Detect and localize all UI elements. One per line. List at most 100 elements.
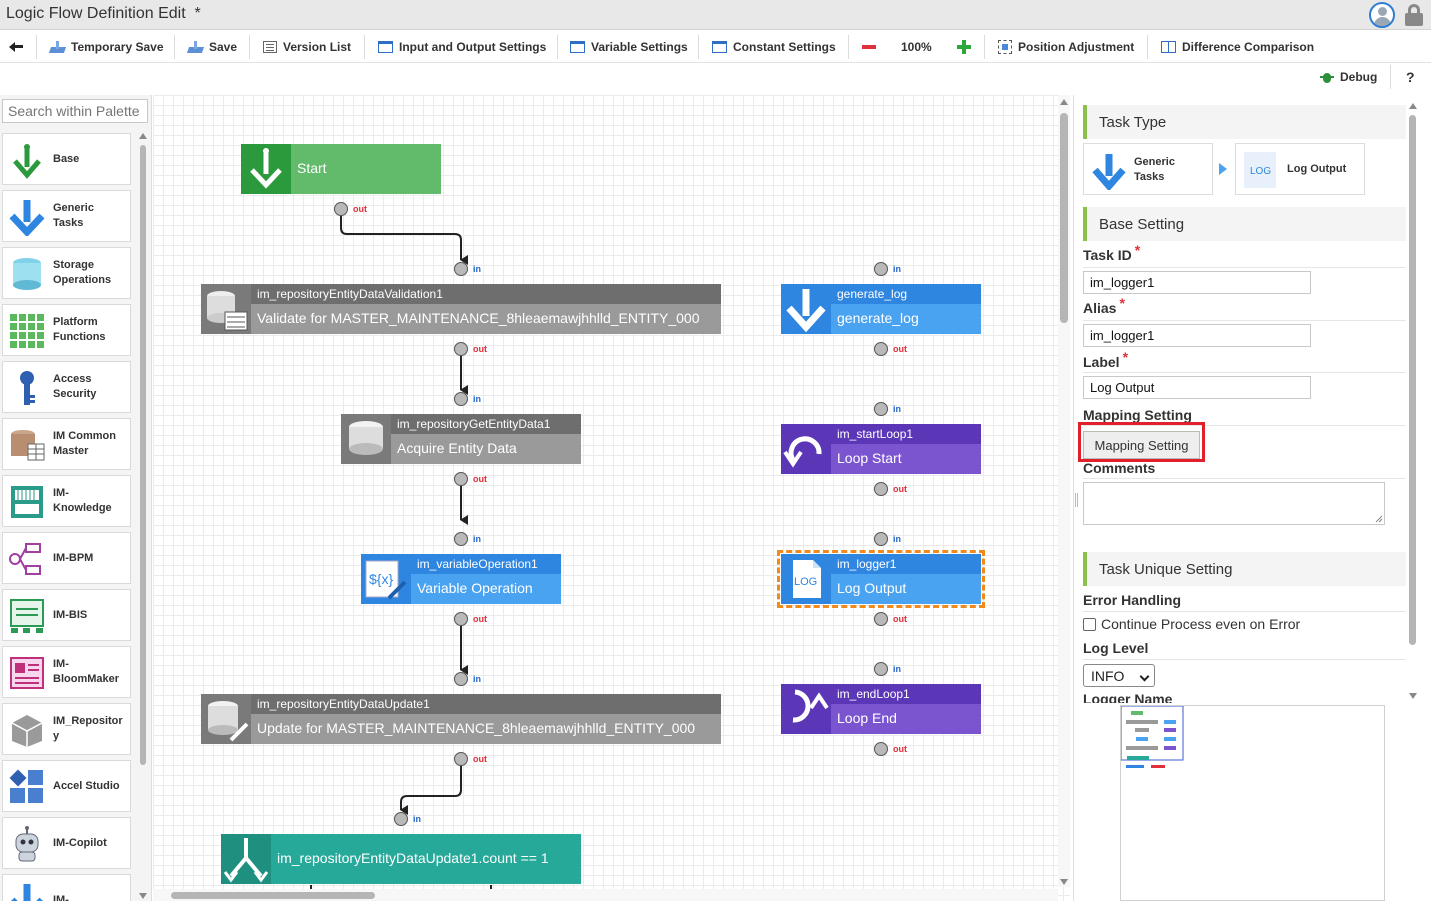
help-button[interactable]: ?	[1406, 61, 1415, 93]
continue-on-error-checkbox[interactable]	[1083, 618, 1096, 631]
comments-label: Comments	[1083, 460, 1156, 476]
scroll-down-icon[interactable]	[1409, 693, 1417, 699]
zoom-out-button[interactable]	[862, 31, 882, 63]
io-settings-button[interactable]: Input and Output Settings	[378, 31, 546, 63]
flow-node-update[interactable]: im_repositoryEntityDataUpdate1 Update fo…	[201, 694, 721, 744]
input-port[interactable]	[454, 392, 468, 406]
user-icon[interactable]	[1369, 2, 1395, 28]
canvas-vertical-scrollbar[interactable]	[1058, 95, 1070, 887]
canvas-horizontal-thumb[interactable]	[171, 892, 375, 899]
palette-item[interactable]: IM- BloomMaker	[2, 646, 131, 698]
output-port[interactable]	[454, 472, 468, 486]
palette-item[interactable]: IM-BPM	[2, 532, 131, 584]
input-port[interactable]	[874, 662, 888, 676]
flow-node-start[interactable]: Start	[241, 144, 441, 194]
difference-comparison-button[interactable]: Difference Comparison	[1161, 31, 1314, 63]
input-port[interactable]	[394, 812, 408, 826]
palette-search-input[interactable]	[2, 99, 148, 123]
constant-settings-button[interactable]: Constant Settings	[712, 31, 836, 63]
output-port[interactable]	[454, 612, 468, 626]
palette-item[interactable]: IM_Repositor y	[2, 703, 131, 755]
canvas-horizontal-scrollbar[interactable]	[153, 889, 1058, 901]
flow-node-generate-log[interactable]: generate_log generate_log	[781, 284, 981, 334]
mapping-setting-button[interactable]: Mapping Setting	[1083, 431, 1200, 459]
flow-node-condition[interactable]: im_repositoryEntityDataUpdate1.count == …	[221, 834, 581, 884]
input-port[interactable]	[874, 532, 888, 546]
save-label: Save	[209, 40, 238, 54]
grid-icon	[8, 312, 46, 350]
difference-comparison-label: Difference Comparison	[1182, 40, 1315, 54]
version-list-button[interactable]: Version List	[263, 31, 351, 63]
palette-item[interactable]: Accel Studio	[2, 760, 131, 812]
alias-input[interactable]	[1083, 324, 1311, 347]
palette-item[interactable]: Storage Operations	[2, 247, 131, 299]
output-port[interactable]	[874, 612, 888, 626]
scroll-up-icon[interactable]	[1409, 103, 1417, 109]
palette-item[interactable]: Access Security	[2, 361, 131, 413]
properties-scrollbar[interactable]	[1406, 95, 1420, 703]
input-port-label: in	[473, 264, 481, 274]
bug-icon	[1320, 70, 1334, 84]
flow-minimap[interactable]	[1120, 705, 1385, 901]
input-port[interactable]	[454, 672, 468, 686]
flow-canvas[interactable]: Start im_repositoryEntityDataValidation1…	[153, 95, 1070, 901]
lock-icon[interactable]	[1404, 4, 1424, 26]
palette-scrollbar[interactable]	[138, 131, 148, 901]
task-type-category-label: Generic Tasks	[1134, 156, 1175, 183]
flow-node-loop-start[interactable]: im_startLoop1 Loop Start	[781, 424, 981, 474]
debug-button[interactable]: Debug	[1320, 61, 1377, 93]
scroll-up-icon[interactable]	[1060, 99, 1068, 105]
palette-item[interactable]: IM-	[2, 874, 131, 901]
flow-node-loop-end[interactable]: im_endLoop1 Loop End	[781, 684, 981, 734]
palette-item[interactable]: Generic Tasks	[2, 190, 131, 242]
canvas-vertical-thumb[interactable]	[1060, 113, 1068, 323]
palette-item[interactable]: Base	[2, 133, 131, 185]
zoom-in-button[interactable]	[957, 31, 977, 63]
minimap-viewport[interactable]	[1120, 705, 1184, 761]
palette-item[interactable]: IM-Copilot	[2, 817, 131, 869]
input-port-label: in	[473, 674, 481, 684]
resize-handle-icon[interactable]	[1375, 515, 1383, 523]
log-level-select[interactable]: INFO	[1083, 664, 1155, 687]
temporary-save-button[interactable]: Temporary Save	[50, 31, 164, 63]
flow-node-logger[interactable]: LOG im_logger1 Log Output	[777, 550, 985, 608]
input-port[interactable]	[874, 402, 888, 416]
back-button[interactable]	[9, 31, 29, 63]
flow-node-variable-operation[interactable]: ${x} im_variableOperation1 Variable Oper…	[361, 554, 561, 604]
highlight-box	[1078, 422, 1205, 462]
palette-item-label: IM-	[53, 893, 69, 901]
input-port[interactable]	[454, 262, 468, 276]
palette-item[interactable]: IM- Knowledge	[2, 475, 131, 527]
variable-settings-button[interactable]: Variable Settings	[570, 31, 688, 63]
comments-textarea[interactable]	[1083, 482, 1385, 525]
output-port[interactable]	[874, 342, 888, 356]
palette-scroll-thumb[interactable]	[140, 145, 146, 765]
scroll-down-icon[interactable]	[139, 893, 147, 899]
palette-item[interactable]: Platform Functions	[2, 304, 131, 356]
flow-node-acquire[interactable]: im_repositoryGetEntityData1 Acquire Enti…	[341, 414, 581, 464]
panel-resize-handle[interactable]	[1075, 493, 1078, 507]
task-id-input[interactable]	[1083, 271, 1311, 294]
flow-icon	[8, 540, 46, 578]
input-port[interactable]	[874, 262, 888, 276]
output-port[interactable]	[334, 202, 348, 216]
palette-item-label: Access Security	[53, 373, 97, 400]
genlog-label: generate_log	[831, 304, 981, 334]
palette-item[interactable]: IM-BIS	[2, 589, 131, 641]
scroll-down-icon[interactable]	[1060, 879, 1068, 885]
scroll-up-icon[interactable]	[139, 133, 147, 139]
database-check-icon	[201, 284, 251, 334]
output-port[interactable]	[454, 752, 468, 766]
output-port[interactable]	[874, 742, 888, 756]
palette-item-label: IM-BPM	[53, 551, 94, 564]
output-port[interactable]	[874, 482, 888, 496]
input-port[interactable]	[454, 532, 468, 546]
save-button[interactable]: Save	[188, 31, 237, 63]
output-port[interactable]	[454, 342, 468, 356]
flow-node-validate[interactable]: im_repositoryEntityDataValidation1 Valid…	[201, 284, 721, 334]
log-icon-text: LOG	[1250, 166, 1272, 177]
position-adjustment-button[interactable]: Position Adjustment	[998, 31, 1134, 63]
properties-scroll-thumb[interactable]	[1409, 115, 1416, 645]
palette-item[interactable]: IM Common Master	[2, 418, 131, 470]
label-input[interactable]	[1083, 376, 1311, 399]
